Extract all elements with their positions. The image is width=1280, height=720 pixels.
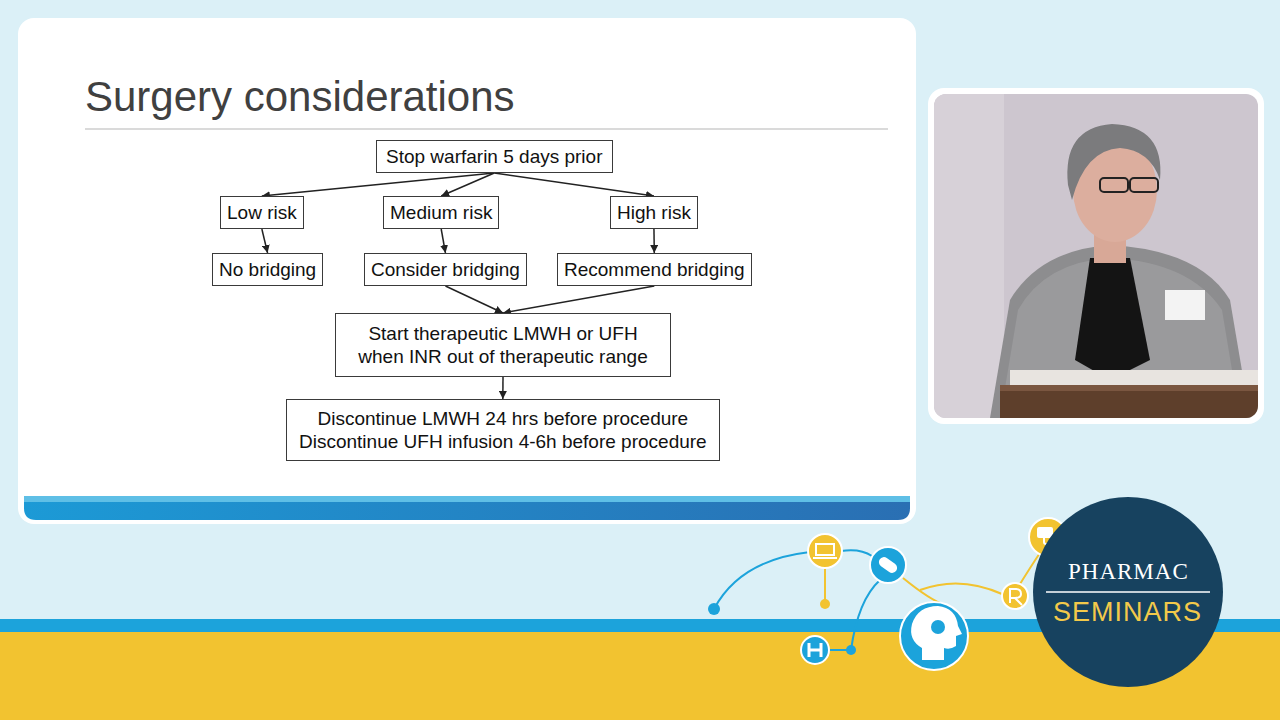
flow-arrow — [262, 173, 494, 196]
node-text: Discontinue UFH infusion 4-6h before pro… — [299, 430, 707, 453]
risk-box: High risk — [610, 196, 698, 229]
outcome-box: No bridging — [212, 253, 323, 286]
slide-title: Surgery considerations — [85, 72, 515, 122]
title-rule — [85, 129, 888, 130]
node-text: Stop warfarin 5 days prior — [386, 145, 603, 168]
process-box: Discontinue LMWH 24 hrs before procedure… — [286, 399, 720, 461]
slide-bar — [24, 502, 910, 520]
node-text: Discontinue LMWH 24 hrs before procedure — [299, 407, 707, 430]
slide-bar-light — [24, 496, 910, 502]
flow-arrow — [441, 229, 445, 253]
flow-arrow — [503, 286, 654, 313]
flow-arrow — [653, 229, 655, 253]
flow-arrow — [494, 173, 654, 196]
start-box: Stop warfarin 5 days prior — [376, 140, 613, 173]
node-text: Low risk — [227, 201, 297, 224]
process-box: Start therapeutic LMWH or UFH when INR o… — [335, 313, 671, 377]
node-text: Start therapeutic LMWH or UFH when INR o… — [351, 322, 655, 368]
flow-arrow — [445, 286, 503, 313]
logo-subtitle: SEMINARS — [1053, 597, 1202, 628]
node-text: Recommend bridging — [564, 258, 745, 281]
flow-arrow — [441, 173, 494, 196]
presenter-photo — [934, 94, 1258, 418]
outcome-box: Consider bridging — [364, 253, 527, 286]
flow-arrow — [502, 377, 504, 399]
network-icons — [708, 518, 1067, 670]
node-text: Medium risk — [390, 201, 492, 224]
risk-box: Medium risk — [383, 196, 499, 229]
logo-wordmark: PHARMAC — [1068, 559, 1189, 585]
flow-arrow — [262, 229, 268, 253]
node-text: Consider bridging — [371, 258, 520, 281]
slide-panel — [18, 18, 916, 524]
logo-rule — [1046, 591, 1210, 593]
logo-circle — [1033, 497, 1223, 687]
outcome-box: Recommend bridging — [557, 253, 752, 286]
node-text: No bridging — [219, 258, 316, 281]
node-text: High risk — [617, 201, 691, 224]
risk-box: Low risk — [220, 196, 304, 229]
